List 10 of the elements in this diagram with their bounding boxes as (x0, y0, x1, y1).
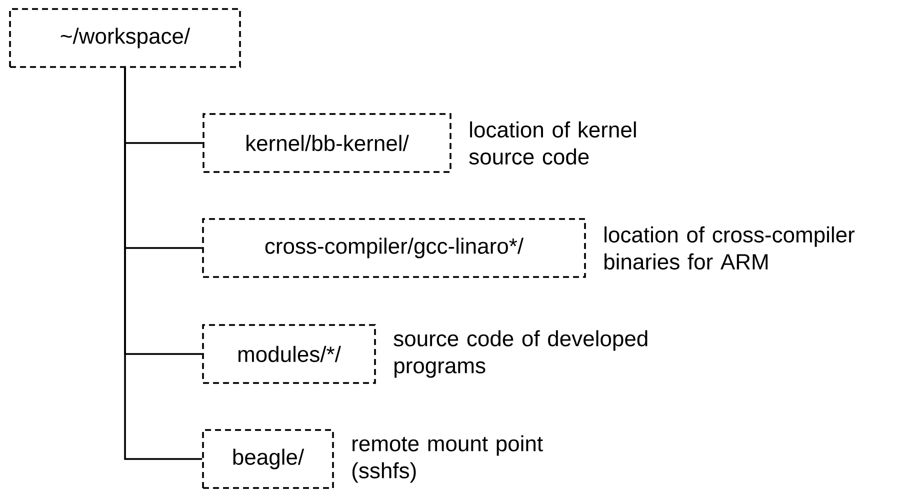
folder-box: cross-compiler/gcc-linaro*/ (202, 218, 586, 278)
description-text: source code of developed programs (394, 330, 648, 378)
description-text: location of cross-compiler binaries for ARM (604, 226, 855, 270)
folder-box: ~/workspace/ (9, 8, 241, 68)
folder-box: beagle/ (202, 429, 334, 489)
description-text: remote mount point (sshfs) (352, 435, 543, 483)
connector-line (124, 68, 202, 460)
folder-box: modules/*/ (202, 324, 376, 384)
folder-box: kernel/bb-kernel/ (202, 113, 452, 173)
description-text: location of kernel source code (469, 121, 636, 165)
